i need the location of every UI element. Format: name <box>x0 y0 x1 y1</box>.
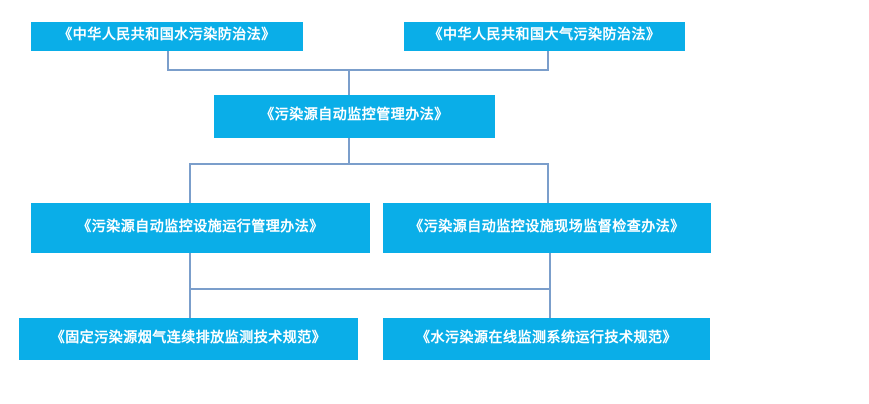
connector-to-water-online <box>549 288 551 319</box>
connector-level3-bus <box>189 288 551 290</box>
connector-level1-bus <box>167 69 549 71</box>
connector-air-law-drop <box>547 51 549 71</box>
connector-to-cems-spec <box>189 288 191 319</box>
connector-to-onsite-inspect <box>547 163 549 204</box>
connector-admin-drop <box>348 138 350 165</box>
connector-water-law-drop <box>167 51 169 71</box>
node-air-pollution-prevention-law[interactable]: 《中华人民共和国大气污染防治法》 <box>404 22 685 51</box>
connector-level1-to-admin <box>348 69 350 96</box>
node-pollution-source-auto-monitoring-admin-measures[interactable]: 《污染源自动监控管理办法》 <box>214 95 495 138</box>
node-stationary-source-cems-technical-specification[interactable]: 《固定污染源烟气连续排放监测技术规范》 <box>19 318 358 360</box>
connector-operation-mgmt-drop <box>189 253 191 290</box>
node-water-pollution-prevention-law[interactable]: 《中华人民共和国水污染防治法》 <box>31 22 303 51</box>
node-water-online-monitoring-system-technical-specification[interactable]: 《水污染源在线监测系统运行技术规范》 <box>383 318 710 360</box>
node-facility-operation-management-measures[interactable]: 《污染源自动监控设施运行管理办法》 <box>31 203 370 253</box>
connector-onsite-inspect-drop <box>549 253 551 290</box>
connector-to-operation-mgmt <box>189 163 191 204</box>
node-facility-onsite-supervision-inspection-measures[interactable]: 《污染源自动监控设施现场监督检查办法》 <box>383 203 711 253</box>
connector-level2-bus <box>189 163 549 165</box>
